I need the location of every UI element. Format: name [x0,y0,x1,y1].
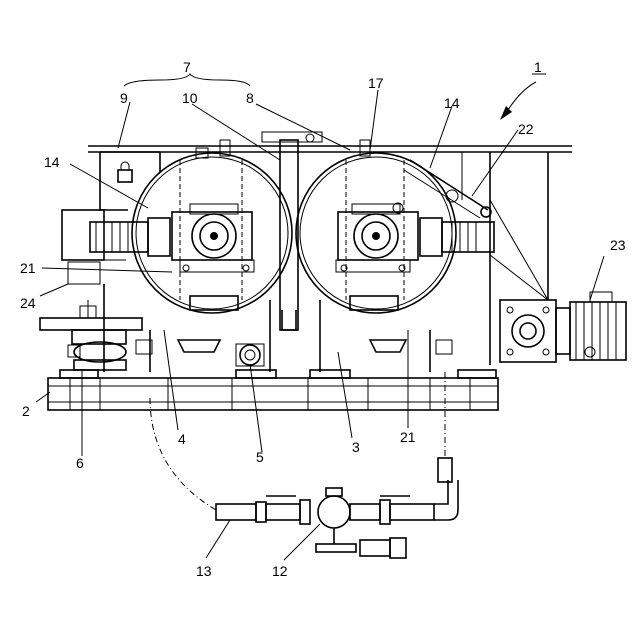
drain-pipework [150,372,458,558]
label-2: 2 [22,403,30,419]
label-21-left: 21 [20,260,36,276]
label-21-right: 21 [400,429,416,445]
label-4: 4 [178,431,186,447]
label-23: 23 [610,237,626,253]
label-10: 10 [182,90,198,106]
label-3: 3 [352,439,360,455]
drive-motor [500,292,626,362]
base-frame [48,370,498,410]
label-8: 8 [246,90,254,106]
label-17: 17 [368,75,384,91]
label-14-left: 14 [44,154,60,170]
label-5: 5 [256,449,264,465]
spring-mount [40,300,142,370]
left-support-box [62,210,126,284]
label-12: 12 [272,563,288,579]
label-9: 9 [120,90,128,106]
left-drum [90,140,292,352]
label-14-right: 14 [444,95,460,111]
right-drum [296,140,494,352]
label-6: 6 [76,455,84,471]
label-7: 7 [183,59,191,75]
label-22: 22 [518,121,534,137]
label-13: 13 [196,563,212,579]
label-24: 24 [20,295,36,311]
drain-valve [236,344,264,366]
label-1: 1 [534,59,542,75]
